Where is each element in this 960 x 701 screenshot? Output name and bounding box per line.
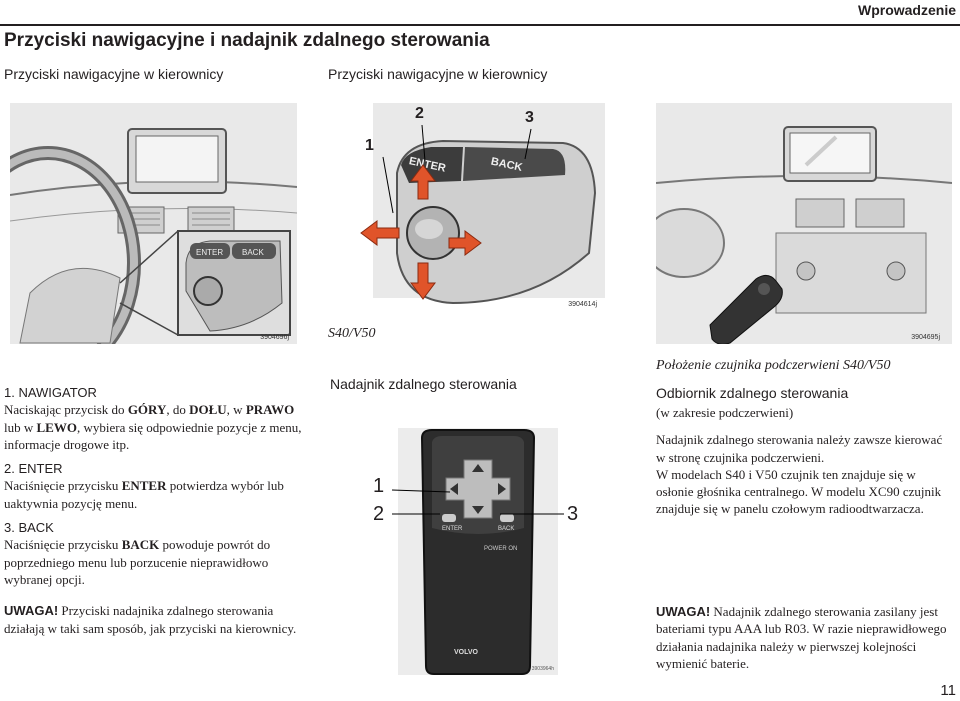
note-label-right: UWAGA!: [656, 604, 711, 619]
item-navigator-title: 1. NAWIGATOR: [4, 385, 97, 400]
remote-callout-1: 1: [373, 475, 385, 497]
item-back: 3. BACK Naciśnięcie przycisku BACK powod…: [4, 519, 304, 588]
figure-ref-closeup: 3904614j: [568, 301, 597, 308]
buttons-closeup-illustration: ENTER BACK: [360, 103, 605, 305]
remote-enter-label: ENTER: [442, 526, 463, 532]
callout-2: 2: [415, 105, 424, 122]
buttons-closeup-figure: ENTER BACK 1 2 3 3904614j: [313, 103, 605, 318]
steering-wheel-figure: ENTER BACK 3904696j: [10, 103, 297, 344]
left-column-text: 1. NAWIGATOR Naciskając przycisk do GÓRY…: [4, 384, 304, 644]
arrow-left-icon: [360, 220, 400, 246]
item-enter: 2. ENTER Naciśnięcie przycisku ENTER pot…: [4, 460, 304, 512]
receiver-heading: Odbiornik zdalnego sterowania: [656, 385, 849, 401]
remote-left-icon: [450, 483, 458, 495]
remote-figure: ENTER BACK POWER ON VOLVO 3903964h: [398, 428, 558, 675]
item-navigator: 1. NAWIGATOR Naciskając przycisk do GÓRY…: [4, 384, 304, 453]
receiver-para-2: W modelach S40 i V50 czujnik ten znajduj…: [656, 466, 942, 517]
note-label-left: UWAGA!: [4, 603, 59, 619]
page-title: Przyciski nawigacyjne i nadajnik zdalneg…: [4, 30, 490, 51]
figure-ref-dashboard: 3904695j: [911, 334, 940, 341]
inset-navigator-knob: [193, 276, 223, 306]
remote-enter-button: [442, 514, 456, 522]
figure-ref-remote: 3903964h: [531, 666, 554, 672]
right-column-text: (w zakresie podczerwieni) Nadajnik zdaln…: [656, 404, 954, 525]
remote-brand-logo: VOLVO: [454, 649, 479, 656]
arrow-down-icon: [410, 262, 436, 300]
dashboard-remote-figure: 3904695j: [656, 103, 952, 344]
callout-1: 1: [365, 137, 374, 154]
remote-power-label: POWER ON: [484, 546, 517, 552]
remote-back-button: [500, 514, 514, 522]
remote-callout-2: 2: [373, 503, 385, 525]
header-rule: [0, 24, 960, 26]
remote-dpad: [445, 459, 511, 519]
figure-ref-steering: 3904696j: [260, 334, 289, 341]
remote-heading: Nadajnik zdalnego sterowania: [330, 376, 517, 392]
note-batteries: UWAGA! Nadajnik zdalnego sterowania zasi…: [656, 604, 947, 671]
remote-up-icon: [472, 464, 484, 472]
arrow-up-icon: [410, 164, 436, 200]
steering-wheel-illustration: ENTER BACK: [10, 103, 297, 344]
inset-back-label: BACK: [242, 248, 264, 257]
caption-s40: S40/V50: [328, 326, 376, 341]
note-buttons: UWAGA! Przyciski nadajnika zdalnego ster…: [4, 603, 297, 636]
inset-enter-label: ENTER: [196, 248, 223, 257]
subheading-closeup: Przyciski nawigacyjne w kierownicy: [328, 66, 548, 82]
caption-sensor-position: Położenie czujnika podczerwieni S40/V50: [656, 358, 891, 373]
receiver-para-1: Nadajnik zdalnego sterowania należy zaws…: [656, 432, 943, 465]
remote-back-label: BACK: [498, 526, 514, 532]
receiver-subheading: (w zakresie podczerwieni): [656, 405, 794, 420]
dashboard-remote-illustration: [656, 103, 952, 344]
item-enter-title: 2. ENTER: [4, 461, 63, 477]
remote-illustration: ENTER BACK POWER ON VOLVO: [420, 429, 536, 675]
inset-enter-button: [190, 243, 230, 259]
subheading-steering: Przyciski nawigacyjne w kierownicy: [4, 66, 224, 82]
remote-right-icon: [498, 483, 506, 495]
item-back-title: 3. BACK: [4, 520, 54, 536]
page-number: 11: [940, 682, 956, 699]
callout-3: 3: [525, 109, 534, 126]
closeup-back-button: [463, 147, 566, 181]
inset-back-button: [232, 243, 276, 259]
remote-callout-3: 3: [567, 503, 579, 525]
arrow-right-icon: [448, 230, 482, 256]
section-label: Wprowadzenie: [857, 2, 956, 18]
remote-down-icon: [472, 506, 484, 514]
remote-callout-lines: [391, 489, 564, 515]
